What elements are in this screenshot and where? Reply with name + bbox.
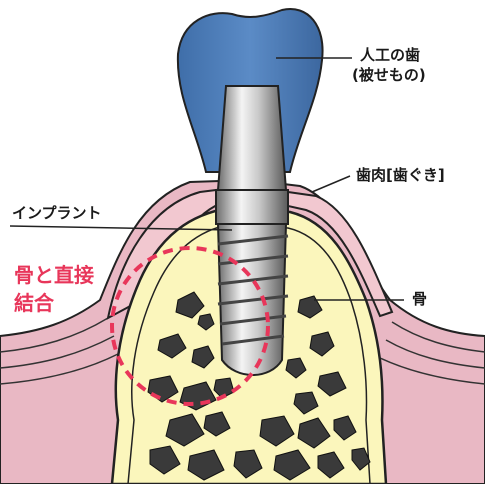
gum-label: 歯肉[歯ぐき] <box>356 166 445 184</box>
implant-collar <box>216 190 288 224</box>
integration-label-line2: 結合 <box>14 290 54 316</box>
implant-abutment <box>218 86 286 190</box>
integration-label-line1: 骨と直接 <box>14 262 94 288</box>
implant-label: インプラント <box>12 204 102 222</box>
crown-note-label: (被せもの) <box>352 66 426 84</box>
crown-label: 人工の歯 <box>360 46 420 64</box>
bone-label: 骨 <box>412 290 427 308</box>
gum-leader-line <box>312 176 350 192</box>
